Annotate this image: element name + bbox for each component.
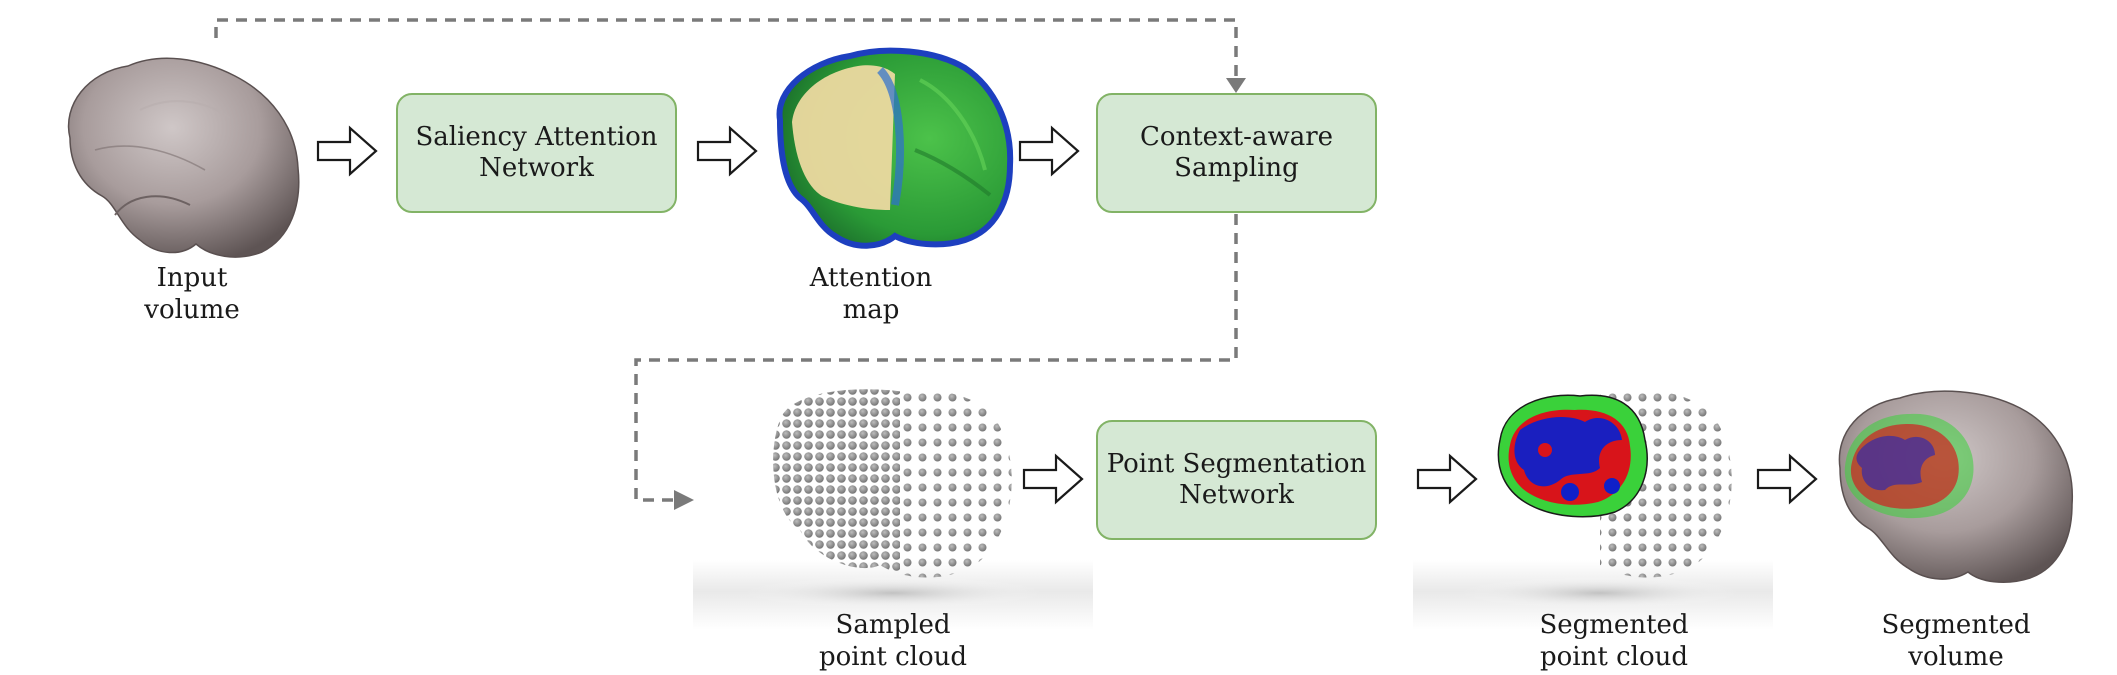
caption-attention-line1: Attention — [809, 263, 933, 293]
sampling-box-line2: Sampling — [1174, 153, 1299, 183]
segnet-box-line1: Point Segmentation — [1106, 449, 1367, 479]
caption-segmented-volume: Segmented volume — [1826, 609, 2086, 673]
caption-input-line2: volume — [144, 295, 240, 325]
context-aware-sampling-box: Context-aware Sampling — [1096, 93, 1377, 213]
dashed-connection-sampling-to-pointcloud — [634, 214, 1238, 502]
point-segmentation-network-box: Point Segmentation Network — [1096, 420, 1377, 540]
arrow-segnet-to-segmented-pc — [1416, 453, 1478, 505]
caption-input-volume: Input volume — [62, 262, 322, 326]
dashed-skip-connection-top — [214, 18, 1238, 80]
segmented-point-cloud-image — [1413, 389, 1773, 630]
dashed-arrowhead-bottom — [674, 490, 694, 510]
sampled-point-cloud-image — [693, 389, 1093, 630]
arrow-segmented-pc-to-volume — [1756, 453, 1818, 505]
caption-segmented-pc-line1: Segmented — [1539, 610, 1689, 640]
caption-sampled-line2: point cloud — [819, 642, 967, 672]
attention-map-brain-image — [776, 47, 1014, 249]
caption-segmented-point-cloud: Segmented point cloud — [1484, 609, 1744, 673]
caption-attention-map: Attention map — [741, 262, 1001, 326]
saliency-box-line1: Saliency Attention — [415, 122, 658, 152]
caption-attention-line2: map — [842, 295, 900, 325]
segnet-box-line2: Network — [1179, 480, 1294, 510]
arrow-input-to-saliency — [316, 125, 378, 177]
segmented-volume-brain-image — [1838, 390, 2074, 583]
arrow-saliency-to-attention — [696, 125, 758, 177]
dashed-arrowhead-top — [1226, 78, 1246, 93]
caption-sampled-point-cloud: Sampled point cloud — [763, 609, 1023, 673]
arrow-sampled-to-segnet — [1022, 453, 1084, 505]
arrow-attention-to-sampling — [1018, 125, 1080, 177]
caption-segmented-vol-line2: volume — [1908, 642, 2004, 672]
saliency-attention-network-box: Saliency Attention Network — [396, 93, 677, 213]
caption-sampled-line1: Sampled — [835, 610, 951, 640]
caption-segmented-vol-line1: Segmented — [1881, 610, 2031, 640]
sampling-box-line1: Context-aware — [1139, 122, 1334, 152]
caption-input-line1: Input — [156, 263, 228, 293]
saliency-box-line2: Network — [479, 153, 594, 183]
input-volume-brain-image — [67, 57, 300, 258]
caption-segmented-pc-line2: point cloud — [1540, 642, 1688, 672]
